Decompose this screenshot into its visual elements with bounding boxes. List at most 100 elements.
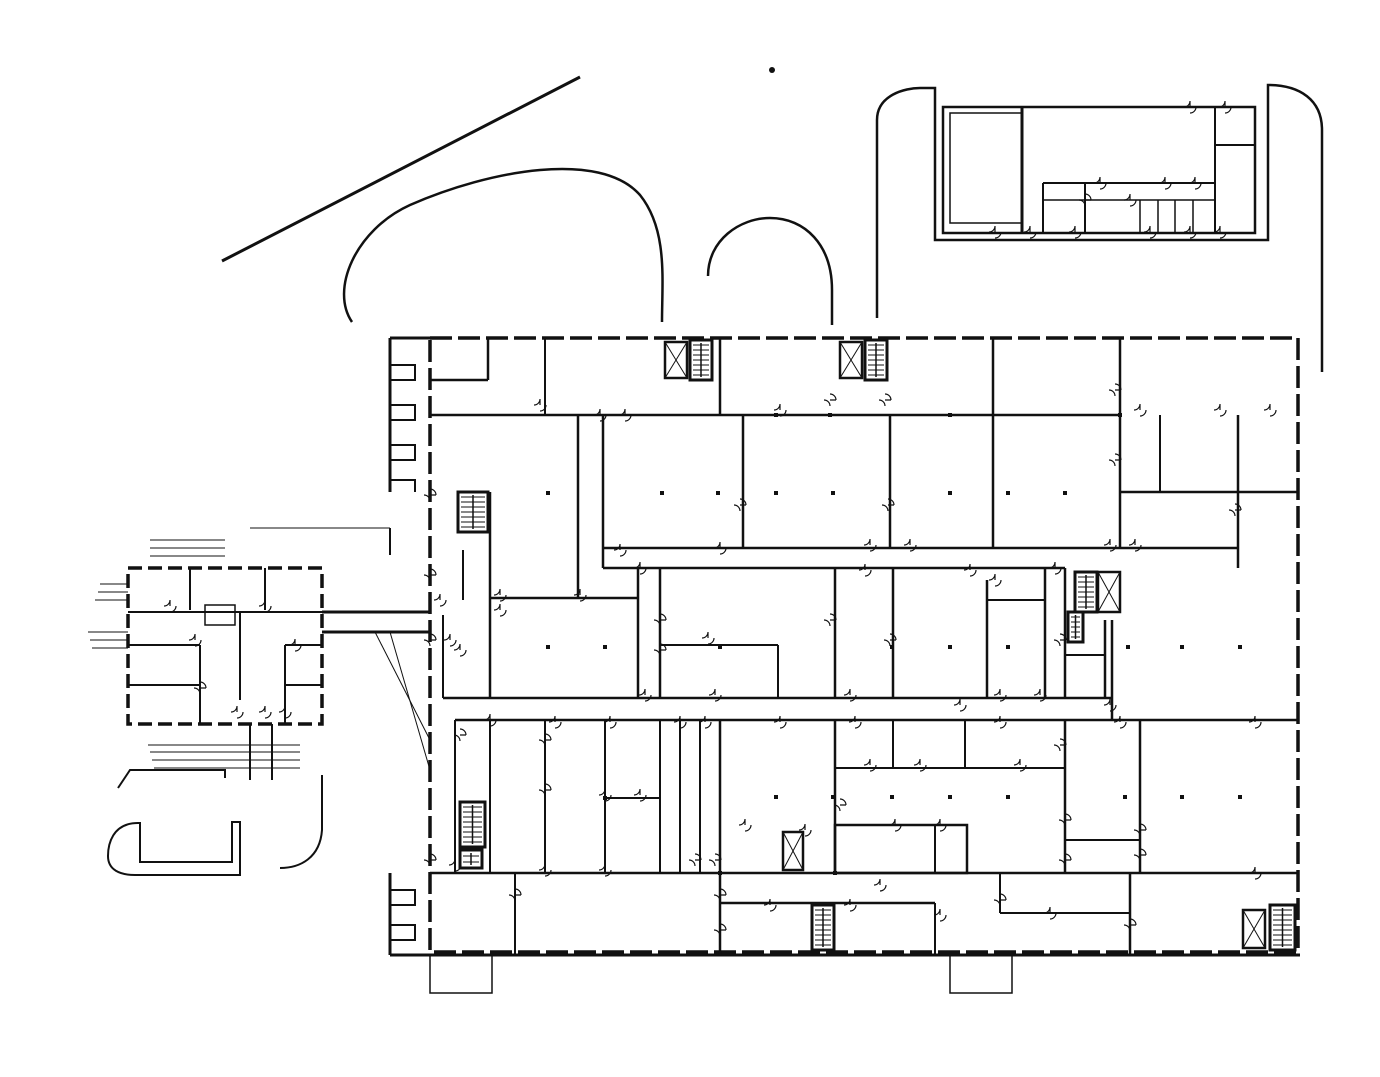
west-annex-steps — [88, 539, 300, 769]
link-ramp — [389, 631, 431, 771]
door-swing-icon — [1123, 918, 1137, 932]
loading-bay — [390, 404, 416, 421]
door-swing-icon — [423, 568, 437, 582]
column-marker — [1238, 795, 1242, 799]
door-swing-icon — [863, 538, 877, 552]
door-swing-icon — [1043, 906, 1057, 920]
column-marker — [948, 413, 952, 417]
link-ramp — [374, 631, 431, 741]
north-annex-shell — [941, 105, 1257, 235]
door-swing-icon — [823, 393, 837, 407]
door-swing-icon — [988, 573, 1002, 587]
elevator-icon — [1096, 570, 1122, 614]
west-annex-stair — [204, 604, 236, 626]
column-marker — [774, 795, 778, 799]
door-swing-icon — [1213, 225, 1227, 239]
door-swing-icon — [1093, 176, 1107, 190]
door-swing-icon — [701, 631, 715, 645]
column-marker — [774, 413, 778, 417]
door-swing-icon — [858, 563, 872, 577]
door-swing-icon — [258, 599, 272, 613]
door-swing-icon — [453, 728, 467, 742]
west-link-corridor — [250, 527, 431, 771]
door-swing-icon — [278, 705, 292, 719]
door-swing-icon — [1188, 176, 1202, 190]
main-block-outline — [428, 336, 1300, 954]
door-swing-icon — [1033, 688, 1047, 702]
vertical-circulation — [456, 338, 1297, 952]
door-swing-icon — [493, 603, 507, 617]
door-swing-icon — [493, 588, 507, 602]
door-swing-icon — [673, 715, 687, 729]
door-swing-icon — [933, 908, 947, 922]
door-swing-icon — [230, 705, 244, 719]
door-swing-icon — [953, 698, 967, 712]
door-swing-icon — [1123, 193, 1137, 207]
door-swing-icon — [1053, 738, 1067, 752]
stair-icon — [688, 338, 714, 382]
door-swing-icon — [733, 498, 747, 512]
door-swing-icon — [1103, 538, 1117, 552]
south-stub-west — [429, 954, 493, 994]
door-swing-icon — [823, 613, 837, 627]
door-swing-icon — [1103, 698, 1117, 712]
semicircle-terrace — [706, 216, 834, 325]
door-swing-icon — [1058, 813, 1072, 827]
elevator-icon — [838, 340, 864, 380]
door-swing-icon — [1058, 853, 1072, 867]
main-block — [388, 336, 1300, 957]
west-arc-walk — [279, 775, 323, 869]
column-marker — [774, 491, 778, 495]
door-swing-icon — [738, 818, 752, 832]
door-swing-icon — [1023, 225, 1037, 239]
door-swing-icon — [698, 715, 712, 729]
door-swings — [163, 100, 1277, 937]
column-marker — [831, 795, 835, 799]
loading-bay — [390, 479, 416, 492]
door-swing-icon — [1158, 176, 1172, 190]
door-swing-icon — [1108, 383, 1122, 397]
door-swing-icon — [881, 498, 895, 512]
door-swing-icon — [798, 823, 812, 837]
loading-bay — [390, 889, 416, 906]
door-swing-icon — [1183, 225, 1197, 239]
site-features — [106, 67, 1324, 994]
column-marker — [660, 491, 664, 495]
north-annex — [941, 105, 1257, 235]
door-swing-icon — [708, 853, 722, 867]
loading-bay — [390, 924, 416, 941]
west-u-planter — [106, 821, 241, 876]
west-ramp — [117, 769, 226, 789]
column-marker — [1180, 795, 1184, 799]
door-swing-icon — [763, 898, 777, 912]
column-marker — [948, 491, 952, 495]
stair-icon — [810, 903, 836, 952]
door-swing-icon — [688, 853, 702, 867]
door-swing-icon — [288, 638, 302, 652]
door-swing-icon — [903, 538, 917, 552]
door-swing-icon — [713, 923, 727, 937]
column-marker — [1118, 413, 1122, 417]
south-stub-east — [949, 954, 1013, 994]
door-swing-icon — [453, 643, 467, 657]
door-swing-icon — [653, 643, 667, 657]
column-marker — [718, 645, 722, 649]
column-marker — [1123, 795, 1127, 799]
door-swing-icon — [1078, 193, 1092, 207]
column-marker — [603, 796, 607, 800]
column-marker — [833, 871, 837, 875]
door-swing-icon — [1128, 538, 1142, 552]
stair-icon — [1066, 610, 1085, 644]
door-swing-icon — [873, 878, 887, 892]
door-swing-icon — [433, 593, 447, 607]
door-swing-icon — [1263, 403, 1277, 417]
door-swing-icon — [773, 715, 787, 729]
door-swing-icon — [1133, 403, 1147, 417]
main-block-east-wing — [1065, 620, 1114, 720]
door-swing-icon — [1248, 715, 1262, 729]
door-swing-icon — [443, 633, 457, 647]
stair-icon — [1268, 903, 1297, 952]
door-swing-icon — [883, 633, 897, 647]
door-swing-icon — [993, 893, 1007, 907]
door-swing-icon — [933, 818, 947, 832]
